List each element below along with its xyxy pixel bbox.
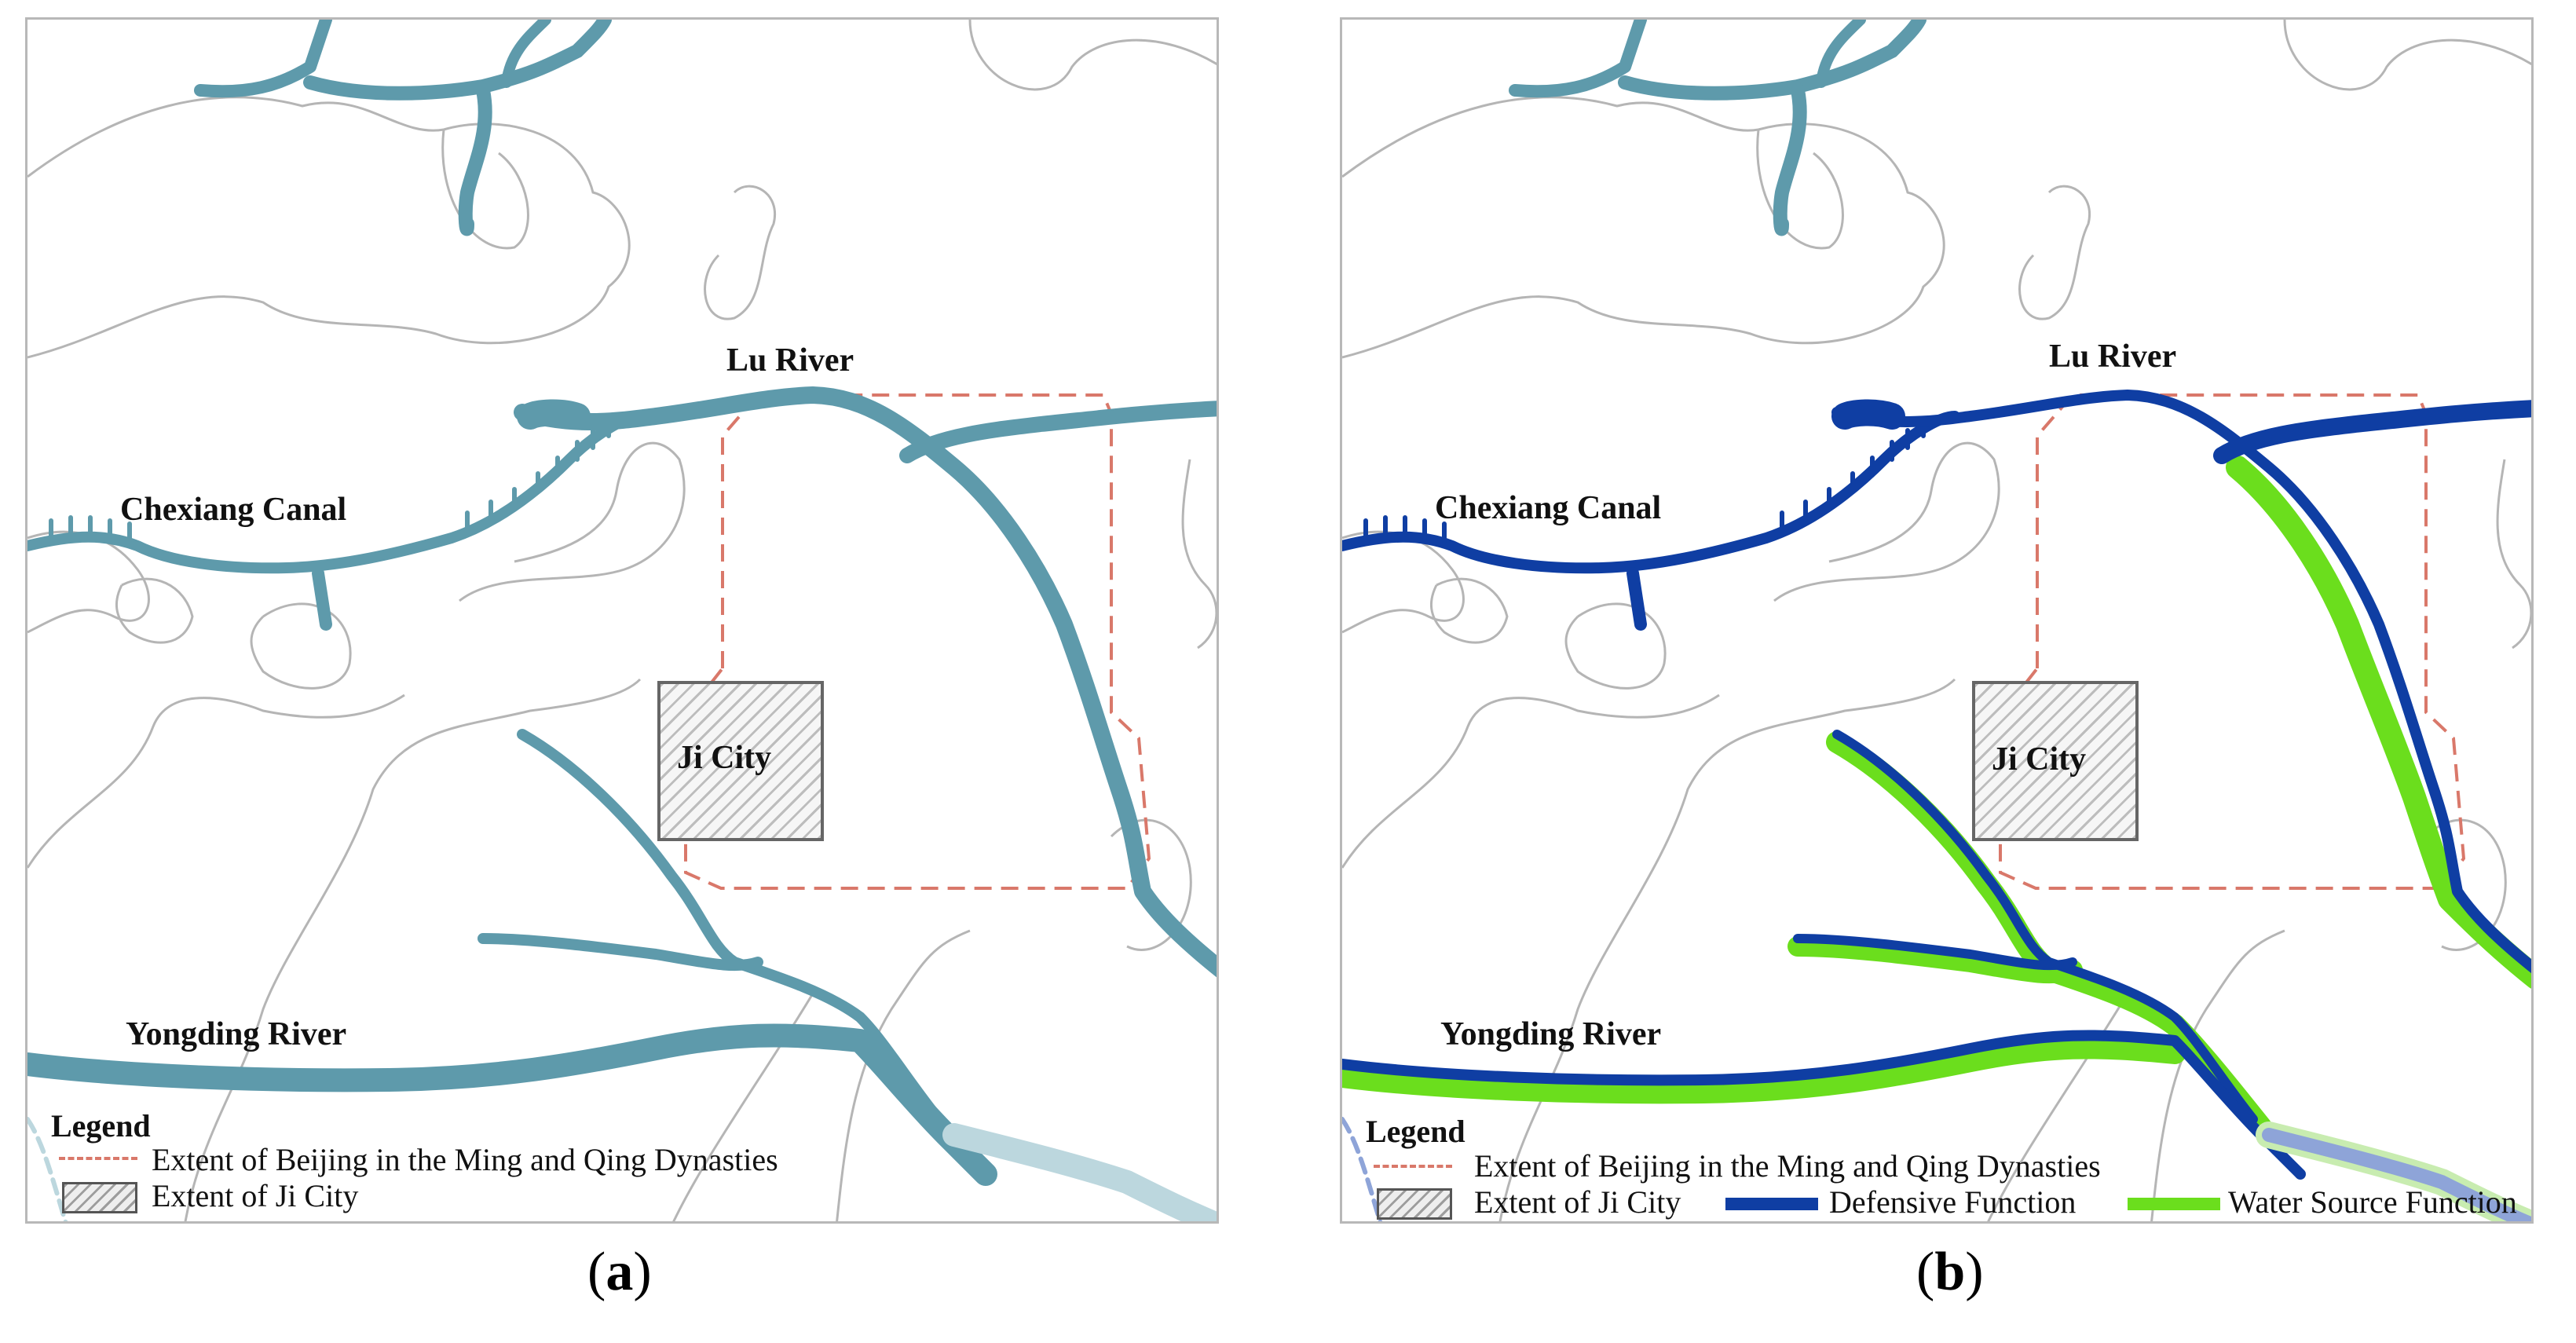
legend-beijing-swatch: [1374, 1165, 1452, 1168]
caption-b-letter: b: [1934, 1242, 1966, 1302]
label-lu-river: Lu River: [2049, 338, 2177, 375]
legend-ji-label: Extent of Ji City: [152, 1178, 359, 1213]
map-svg-a: [27, 20, 1217, 1221]
river-faded: [1342, 1117, 2531, 1221]
legend-beijing-label: Extent of Beijing in the Ming and Qing D…: [152, 1142, 778, 1177]
beijing-extent-outline: [684, 393, 1151, 890]
label-ji-city: Ji City: [1992, 741, 2087, 778]
label-ji-city: Ji City: [677, 740, 772, 776]
caption-a: (a): [587, 1242, 652, 1302]
legend-title: Legend: [1366, 1114, 1465, 1149]
map-panel-b: Lu River Chexiang Canal Ji City Yongding…: [1340, 17, 2534, 1224]
label-chexiang-canal: Chexiang Canal: [1435, 490, 1662, 526]
label-chexiang-canal: Chexiang Canal: [120, 492, 347, 528]
legend-defensive-swatch: [1725, 1198, 1818, 1210]
legend-water-source-swatch: [2128, 1198, 2220, 1210]
ji-city-area: [1972, 681, 2139, 841]
legend-ji-label: Extent of Ji City: [1474, 1184, 1681, 1220]
legend-title: Legend: [51, 1108, 151, 1144]
river-faded: [27, 1117, 1217, 1221]
river-network: [27, 20, 1217, 1186]
legend-defensive-label: Defensive Function: [1829, 1184, 2077, 1220]
caption-b: (b): [1916, 1242, 1984, 1302]
label-lu-river: Lu River: [726, 342, 854, 379]
label-yongding-river: Yongding River: [126, 1016, 347, 1052]
legend-water-source-label: Water Source Function: [2228, 1184, 2517, 1220]
caption-a-letter: a: [606, 1242, 634, 1302]
map-panel-a: Lu River Chexiang Canal Ji City Yongding…: [25, 17, 1219, 1224]
label-yongding-river: Yongding River: [1440, 1016, 1662, 1052]
legend-ji-swatch: [1377, 1188, 1452, 1220]
defensive-rivers: [1342, 20, 2531, 1180]
ji-city-area: [657, 681, 824, 841]
legend-ji-swatch: [62, 1182, 137, 1213]
map-svg-b: [1342, 20, 2531, 1221]
beijing-extent-outline: [1999, 393, 2466, 890]
legend-beijing-swatch: [59, 1157, 137, 1160]
legend-beijing-label: Extent of Beijing in the Ming and Qing D…: [1474, 1148, 2101, 1184]
